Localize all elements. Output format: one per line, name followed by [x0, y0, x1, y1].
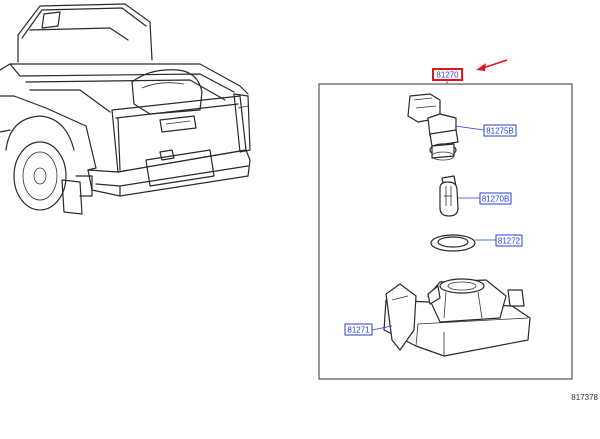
gasket-part — [430, 234, 476, 252]
socket-part — [407, 93, 459, 161]
callout-bulb-label: 81270B — [482, 195, 510, 204]
detail-frame — [318, 83, 573, 380]
figure-number: 817378 — [571, 393, 598, 402]
callout-socket[interactable]: 81275B — [483, 124, 517, 137]
callout-gasket[interactable]: 81272 — [495, 234, 523, 247]
highlight-arrow-icon — [476, 59, 508, 71]
callout-lens-housing[interactable]: 81271 — [344, 323, 373, 336]
callout-bulb[interactable]: 81270B — [479, 192, 512, 205]
callout-lens-housing-label: 81271 — [347, 326, 370, 335]
callout-assembly-label: 81270 — [436, 71, 459, 80]
truck-illustration — [0, 3, 251, 215]
callout-socket-label: 81275B — [486, 127, 514, 136]
callout-gasket-label: 81272 — [498, 237, 521, 246]
bulb-part — [439, 175, 459, 217]
lens-housing-part — [383, 278, 531, 357]
callout-assembly[interactable]: 81270 — [432, 68, 463, 81]
